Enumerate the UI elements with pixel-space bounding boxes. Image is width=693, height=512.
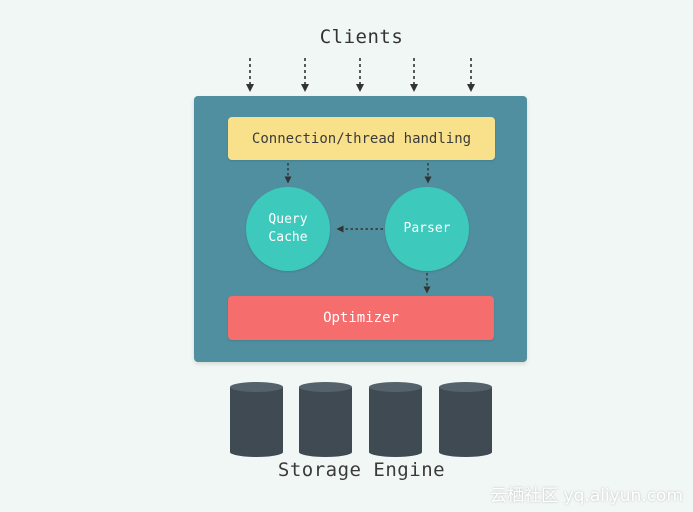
- optimizer-box: Optimizer: [228, 296, 494, 340]
- query-cache-node: Query Cache: [246, 187, 330, 271]
- storage-cylinder-2: [299, 382, 352, 457]
- storage-cylinder-3: [369, 382, 422, 457]
- parser-node: Parser: [385, 187, 469, 271]
- connection-thread-handling-box: Connection/thread handling: [228, 117, 495, 160]
- storage-cylinder-1: [230, 382, 283, 457]
- parser-label: Parser: [403, 221, 451, 236]
- connection-thread-handling-label: Connection/thread handling: [251, 130, 472, 147]
- clients-label: Clients: [319, 26, 404, 48]
- storage-cylinder-4: [439, 382, 492, 457]
- client-arrows: [246, 58, 475, 92]
- watermark: 云栖社区 yq.aliyun.com: [490, 486, 683, 506]
- query-cache-label-line2: Cache: [268, 230, 308, 245]
- optimizer-label: Optimizer: [323, 310, 399, 326]
- storage-engine-label: Storage Engine: [277, 459, 446, 481]
- query-cache-label-line1: Query: [268, 212, 308, 227]
